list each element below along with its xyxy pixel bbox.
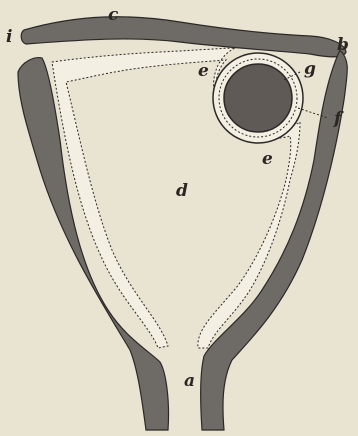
label-d: d <box>176 181 188 201</box>
label-g: g <box>304 59 316 79</box>
label-i: i <box>6 27 12 47</box>
label-c: c <box>108 5 119 25</box>
label-e-upper: e <box>198 61 209 81</box>
label-e-lower: e <box>262 149 273 169</box>
label-a: a <box>184 371 195 391</box>
dark-mass <box>224 64 292 132</box>
label-b: b <box>337 35 349 55</box>
left-outer-wall <box>18 58 169 430</box>
